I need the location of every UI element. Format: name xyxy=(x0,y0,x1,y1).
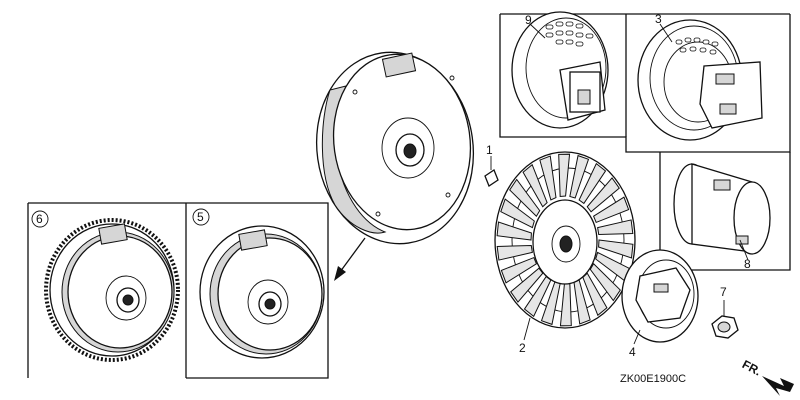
front-direction-indicator: FR. xyxy=(740,357,794,396)
callout-7: 7 xyxy=(720,285,727,299)
fan-blade xyxy=(589,262,621,302)
callout-6-circle xyxy=(31,210,49,228)
fan-blade xyxy=(509,178,541,218)
callout-9: 9 xyxy=(525,13,532,27)
callout-5: 5 xyxy=(197,210,204,224)
fan-cover-part-9 xyxy=(511,11,609,129)
flywheel-part-5 xyxy=(199,225,325,359)
nut-part-7 xyxy=(711,300,739,339)
callout-1: 1 xyxy=(486,143,493,157)
callout-5-circle xyxy=(192,208,210,226)
fan-blade xyxy=(578,162,607,205)
fan-blade xyxy=(496,221,532,241)
fan-blade xyxy=(592,196,630,224)
callout-6: 6 xyxy=(36,212,43,226)
front-label: FR. xyxy=(740,357,764,378)
fan-blade xyxy=(558,153,571,197)
sleeve-part-8 xyxy=(673,163,771,255)
fan-blade xyxy=(522,163,548,208)
callout-8: 8 xyxy=(744,257,751,271)
flywheel-main xyxy=(315,51,475,245)
fan-blade xyxy=(598,239,634,259)
woodruff-key-part-1 xyxy=(484,156,499,187)
fan-blade xyxy=(597,219,634,236)
fan-blade xyxy=(496,244,533,261)
cooling-fan-part-2 xyxy=(494,151,636,329)
flywheel-ring-gear xyxy=(44,218,180,362)
fan-blade xyxy=(510,267,544,303)
callout-4: 4 xyxy=(629,345,636,359)
fan-blade xyxy=(500,198,535,229)
fan-blade xyxy=(569,154,590,199)
fan-cover-part-3 xyxy=(637,19,763,141)
front-arrow-icon xyxy=(762,376,794,396)
callout-labels: 9 3 1 8 7 2 4 6 5 xyxy=(31,12,751,359)
panel-8-border xyxy=(659,152,791,271)
panel-6-5-border xyxy=(28,202,329,379)
fan-blade xyxy=(500,256,538,284)
drawing-code: ZK00E1900C xyxy=(620,373,686,385)
panel-9-3-border xyxy=(499,14,791,153)
leader-lines xyxy=(523,23,749,345)
callout-3: 3 xyxy=(655,12,662,26)
starter-pulley-part-4 xyxy=(621,249,699,343)
pointer-arrow xyxy=(334,237,366,281)
fan-blade xyxy=(586,177,620,213)
callout-2: 2 xyxy=(519,341,526,355)
fan-blade xyxy=(539,155,557,201)
